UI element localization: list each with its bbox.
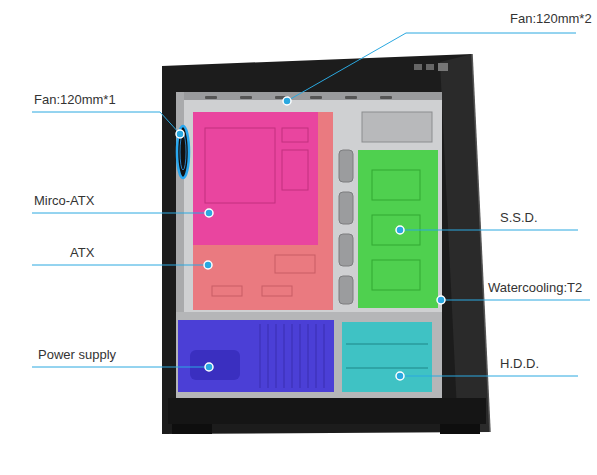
case-bottom: [168, 398, 486, 424]
psu-socket: [190, 350, 240, 380]
rear-fan-ring: [180, 134, 186, 170]
leader-dots: [176, 97, 445, 380]
atx-detail: [212, 255, 315, 296]
ssd-area: [358, 150, 438, 308]
top-button: [426, 64, 434, 70]
power-supply: [178, 320, 334, 392]
leader-line: [32, 367, 208, 368]
leader-line: [32, 112, 180, 134]
leader-line: [287, 33, 576, 101]
leader-line: [400, 230, 578, 231]
bezel-edge: [472, 54, 490, 432]
leader-dot: [283, 97, 291, 105]
callout-label: ATX: [70, 245, 94, 261]
callout-label: Watercooling:T2: [488, 280, 582, 296]
leader-dot: [396, 226, 404, 234]
micro-atx-detail: [205, 128, 308, 203]
leader-line: [400, 376, 578, 377]
callout-label: Fan:120mm*1: [34, 92, 116, 108]
atx-board: [193, 112, 333, 310]
hdd-cage: [342, 322, 432, 392]
leader-dot: [205, 209, 213, 217]
leader-lines: [32, 33, 590, 376]
case-body: [162, 54, 490, 434]
leader-line: [32, 213, 208, 214]
micro-atx-board: [193, 112, 318, 245]
top-button: [438, 63, 448, 71]
leader-line: [32, 265, 207, 266]
vent-holes: [205, 96, 392, 99]
foot: [172, 424, 212, 434]
callout-label: H.D.D.: [500, 356, 539, 372]
callout-label: Mirco-ATX: [34, 193, 94, 209]
psu-shroud: [176, 312, 442, 398]
cable-holes: [339, 150, 353, 304]
drive-cage: [362, 112, 432, 142]
psu-vents: [260, 324, 324, 388]
leader-dot: [437, 296, 445, 304]
callout-label: Fan:120mm*2: [510, 11, 592, 27]
top-rail: [176, 92, 442, 100]
hdd-trays: [346, 344, 428, 368]
foot: [440, 424, 480, 434]
leader-dot: [396, 372, 404, 380]
callout-label: S.S.D.: [500, 210, 538, 226]
front-bezel: [440, 54, 490, 432]
top-button: [414, 64, 422, 70]
leader-line: [441, 300, 590, 301]
leader-dot: [204, 261, 212, 269]
callout-label: Power supply: [38, 347, 116, 363]
rear-fan: [177, 126, 189, 178]
case-interior: [176, 92, 442, 398]
leader-dot: [205, 363, 213, 371]
leader-dot: [176, 130, 184, 138]
